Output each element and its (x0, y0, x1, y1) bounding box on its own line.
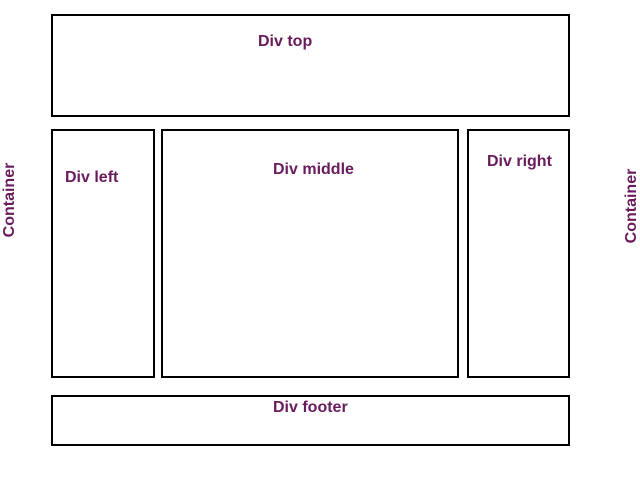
div-left-box: Div left (51, 129, 155, 378)
div-middle-box: Div middle (161, 129, 459, 378)
div-footer-label: Div footer (273, 399, 348, 416)
div-footer-box: Div footer (51, 395, 570, 446)
div-right-label: Div right (487, 153, 552, 170)
div-top-label: Div top (258, 33, 313, 50)
div-left-label: Div left (65, 169, 119, 186)
container-label-left: Container (1, 162, 18, 238)
container-label-right: Container (623, 168, 640, 244)
div-right-box: Div right (467, 129, 570, 378)
div-top-box: Div top (51, 14, 570, 117)
div-middle-label: Div middle (273, 161, 354, 178)
